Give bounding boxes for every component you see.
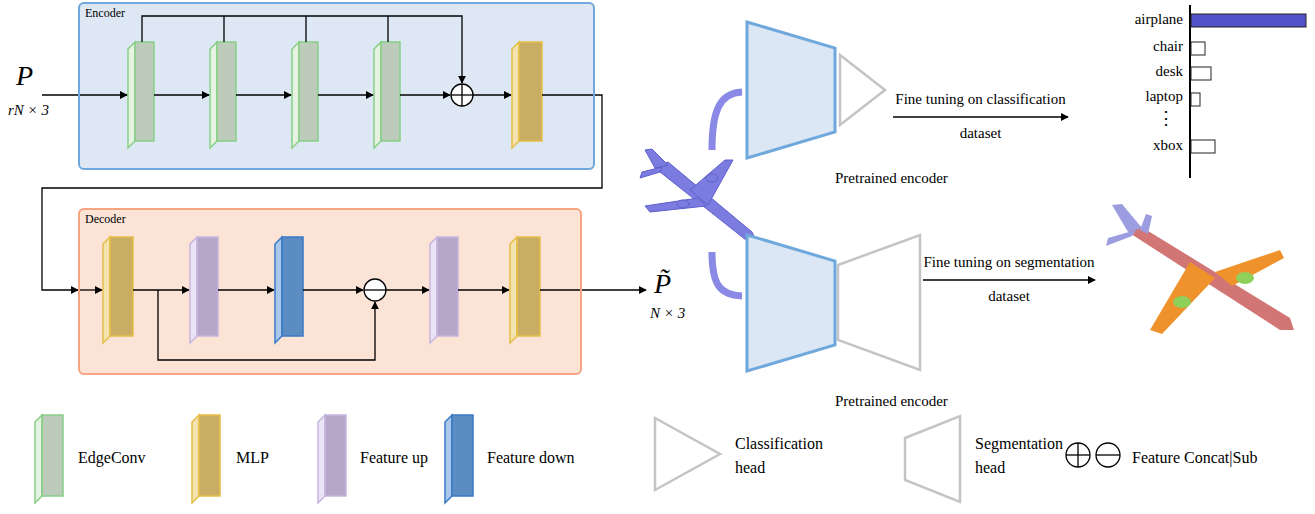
skip-line [158,290,375,360]
edgeconv-block [210,42,236,148]
pretrained-encoder: Pretrained encoder [745,20,985,195]
flow-line [154,94,209,95]
airplane-point-cloud [640,149,757,243]
flow-line [400,94,450,95]
legend-subtract-symbol [1096,443,1120,467]
encoder-panel-fill [78,2,595,170]
encoder-trapezoid [745,20,840,160]
fine-tune-arrow [923,279,1095,280]
flow-line [386,289,429,290]
legend-feature-up-swatch [318,415,346,503]
fine-tune-caption: Fine tuning on classification dataset [893,82,1068,150]
legend-label: MLP [236,446,269,470]
encoder-panel: Encoder [78,2,595,170]
mlp-block [510,237,540,343]
legend-label: Feature Concat|Sub [1132,446,1257,470]
node-label: Decoder [85,212,126,227]
ellipsis: ⋮ [1083,108,1175,129]
class-label: laptop [1083,88,1183,105]
node-label: Encoder [85,6,125,21]
purple-arrow [712,92,742,150]
skip-line [223,16,224,42]
feature-up-block [430,237,458,343]
flow-line [218,289,274,290]
edgeconv-block [128,42,154,148]
edgeconv-block [374,42,400,148]
class-label: chair [1083,38,1183,55]
concat-symbol [451,84,473,106]
classification-head [840,55,885,125]
node-label: Pretrained encoder [835,393,948,410]
legend-label: Segmentation head [975,432,1075,480]
legend-concat-symbol [1066,443,1090,467]
mlp-block [512,42,542,148]
legend-label: EdgeConv [78,446,146,470]
edgeconv-block [292,42,318,148]
legend-feature-down-swatch [445,415,473,503]
legend-label: Feature down [487,446,575,470]
segmented-airplane [1106,204,1294,334]
class-label: airplane [1083,11,1183,28]
fine-tune-arrow [893,116,1068,117]
flow-line [458,289,509,290]
feature-down-block [275,237,303,343]
legend-classification-swatch [655,418,720,490]
legend-label: Classification head [735,432,835,480]
output-size: N × 3 [650,305,685,322]
legend-mlp-swatch [192,415,220,503]
input-size: rN × 3 [8,102,49,119]
flow-line [542,94,595,95]
class-label: desk [1083,63,1183,80]
mlp-block [103,237,133,343]
legend-segmentation-swatch [905,416,960,502]
skip-line [142,16,462,83]
output-symbol: P̃ [654,268,671,300]
flow-line [303,289,363,290]
score-bar [1191,140,1215,153]
node-label: Pretrained encoder [835,170,948,187]
output-arrow [540,289,646,290]
purple-arrow [712,252,742,296]
flow-line [236,94,291,95]
score-bar [1191,14,1306,27]
flow-line [133,289,189,290]
segmentation-head [838,235,920,370]
score-bar [1191,42,1205,55]
flow-line [318,94,373,95]
score-bar [1191,93,1200,106]
fine-tune-caption: Fine tuning on segmentation dataset [923,245,1095,313]
input-arrow [42,94,127,95]
legend-label: Feature up [360,446,428,470]
flow-line [78,289,102,290]
decoder-panel-fill [78,208,582,375]
flow-line [473,94,511,95]
subtract-symbol [364,279,386,301]
skip-line [387,16,388,42]
feature-up-block [190,237,218,343]
skip-line [305,16,306,42]
class-label: xbox [1083,137,1183,154]
encoder-trapezoid [745,233,840,373]
connector [42,95,602,290]
legend-edgeconv-swatch [35,415,63,503]
decoder-panel: Decoder [78,208,582,375]
score-bar [1191,67,1211,80]
input-symbol: P [16,60,33,92]
